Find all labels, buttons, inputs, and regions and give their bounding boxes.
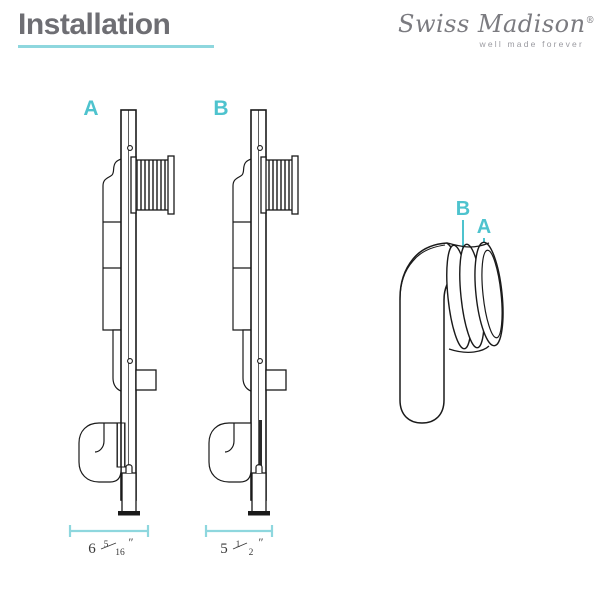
figure-b-ribbed-connector <box>260 155 299 215</box>
figure-b-trap-collar <box>259 420 262 470</box>
figure-a-dimension-whole: 6 <box>88 541 96 557</box>
figure-b-foot <box>248 464 270 516</box>
figure-a-dimension-text: 6 5 16 ″ <box>88 535 133 558</box>
figure-a-foot <box>118 464 140 516</box>
figure-a-trap-collar <box>116 422 126 468</box>
page-header: Installation Swiss Madison® well made fo… <box>0 0 600 70</box>
figure-a-ribbed-connector <box>130 155 175 215</box>
figure-a-dimension-numerator: 5 <box>104 540 109 550</box>
figure-a-dimension-unit: ″ <box>129 535 134 549</box>
brand-logo: Swiss Madison® well made forever <box>398 12 595 58</box>
brand-wordmark: Swiss Madison® <box>398 12 595 36</box>
figure-a: A <box>68 97 175 558</box>
figure-b-dimension-numerator: 1 <box>236 540 241 550</box>
figure-a-label: A <box>83 97 98 120</box>
figure-b-bracket-tab <box>265 369 287 391</box>
figure-b-label: B <box>213 97 228 120</box>
figure-b-dimension-whole: 5 <box>220 541 228 557</box>
elbow-callout-lower-label: A <box>477 216 491 238</box>
figure-b-dimension-text: 5 1 2 ″ <box>220 535 263 558</box>
elbow-callout-upper-label: B <box>456 198 470 220</box>
figure-b-trap <box>208 422 252 483</box>
figure-a-dimension-denominator: 16 <box>115 548 125 558</box>
brand-name: Swiss Madison <box>398 10 586 38</box>
figure-b-dimension-unit: ″ <box>259 535 264 549</box>
brand-tagline: well made forever <box>479 39 584 49</box>
figure-a-trap <box>78 422 122 483</box>
elbow-fitting: B A <box>399 198 504 424</box>
figure-b: B <box>204 97 299 558</box>
figure-a-dimension <box>68 525 150 537</box>
elbow-top-edge <box>446 242 490 354</box>
elbow-socket-rings <box>446 241 504 350</box>
figure-b-dimension-denominator: 2 <box>249 548 254 558</box>
registered-trademark-icon: ® <box>585 16 596 26</box>
figure-a-bracket-tab <box>135 369 157 391</box>
page-title: Installation <box>18 8 171 41</box>
figure-b-dimension <box>204 525 274 537</box>
title-underline <box>18 45 214 48</box>
